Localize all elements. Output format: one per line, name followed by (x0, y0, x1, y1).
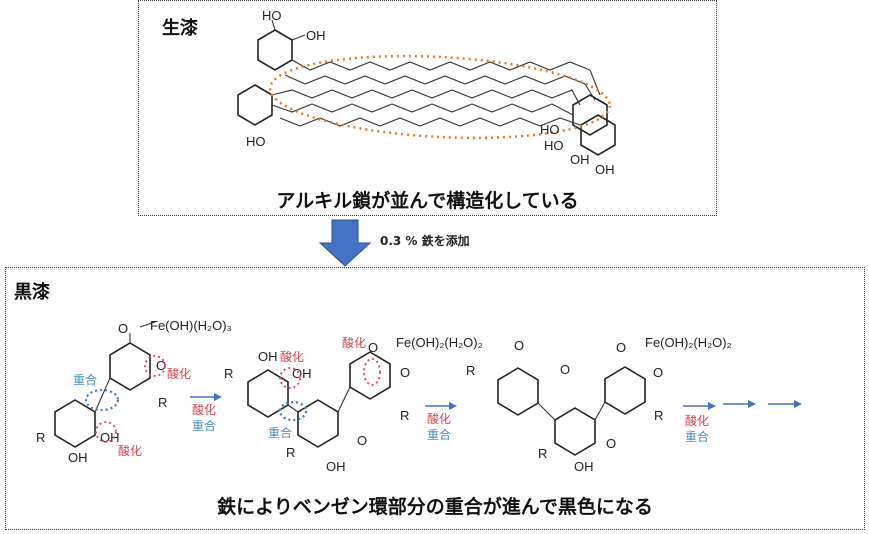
oxidation-label: 酸化 (167, 366, 191, 381)
oxidation-label: 酸化 (118, 443, 142, 458)
oxidation-label: 酸化 (280, 349, 304, 364)
black-lacquer-title: 黒漆 (14, 282, 50, 303)
polymerization-label: 重合 (73, 372, 97, 387)
oxygen-label: O (653, 365, 663, 380)
polymerization-label: 重合 (192, 418, 216, 433)
raw-lacquer-panel (138, 0, 717, 216)
iron-complex-label: Fe(OH)₂(H₂O)₂ (396, 335, 483, 350)
oxygen-label: O (156, 358, 166, 373)
oxygen-label: O (616, 340, 626, 355)
urushiol-structure: HO OH HO HO HO OH OH (237, 8, 616, 177)
r-group-label: R (286, 445, 295, 460)
polymerization-label: 重合 (427, 427, 451, 442)
oxygen-label: O (560, 362, 570, 377)
iron-complex-label: Fe(OH)₂(H₂O)₂ (645, 335, 732, 350)
molecule-1: O Fe(OH)(H₂O)₃ O R R OH OH 重合 酸化 酸化 (36, 318, 232, 465)
label-oh: OH (595, 162, 615, 177)
molecule-3: O R O R OH O O Fe(OH)₂(H₂O)₂ O R (466, 335, 732, 474)
hydroxyl-label: OH (574, 459, 594, 474)
alkyl-chain-highlight (268, 54, 612, 140)
r-group-label: R (538, 446, 547, 461)
oxygen-label: O (368, 340, 378, 355)
oxidation-label: 酸化 (427, 411, 451, 426)
oxygen-label: O (118, 321, 128, 336)
r-group-label: R (36, 430, 45, 445)
down-arrow-icon (318, 219, 372, 267)
hydroxyl-label: OH (68, 450, 88, 465)
polymerization-label: 重合 (685, 429, 709, 444)
r-group-label: R (158, 395, 167, 410)
hydroxyl-label: OH (258, 349, 278, 364)
oxidation-label: 酸化 (342, 335, 366, 350)
label-ho: HO (246, 134, 266, 149)
r-group-label: R (400, 408, 409, 423)
black-lacquer-panel (5, 267, 865, 530)
label-ho: HO (540, 122, 560, 137)
oxidation-label: 酸化 (685, 413, 709, 428)
raw-lacquer-caption: アルキル鎖が並んで構造化している (276, 190, 579, 212)
iron-addition-label: 0.3 % 鉄を添加 (380, 234, 470, 248)
r-group-label: R (654, 408, 663, 423)
label-ho: HO (262, 8, 282, 23)
label-oh: OH (306, 28, 326, 43)
hydroxyl-label: OH (326, 459, 346, 474)
label-ho: HO (544, 138, 564, 153)
label-oh: OH (570, 152, 590, 167)
oxygen-label: O (357, 433, 367, 448)
molecule-2: OH 酸化 OH R 重合 R OH O 酸化 O Fe(OH)₂(H₂O)₂ … (224, 335, 483, 474)
hydroxyl-label: OH (292, 366, 312, 381)
r-group-label: R (224, 366, 233, 381)
raw-lacquer-title: 生漆 (162, 18, 198, 39)
iron-complex-label: Fe(OH)(H₂O)₃ (150, 318, 232, 333)
black-lacquer-caption: 鉄によりベンゼン環部分の重合が進んで黒色になる (217, 496, 653, 518)
oxidation-label: 酸化 (192, 402, 216, 417)
r-group-label: R (466, 363, 475, 378)
oxygen-label: O (514, 338, 524, 353)
polymerization-label: 重合 (268, 425, 292, 440)
oxygen-label: O (606, 436, 616, 451)
oxygen-label: O (400, 365, 410, 380)
